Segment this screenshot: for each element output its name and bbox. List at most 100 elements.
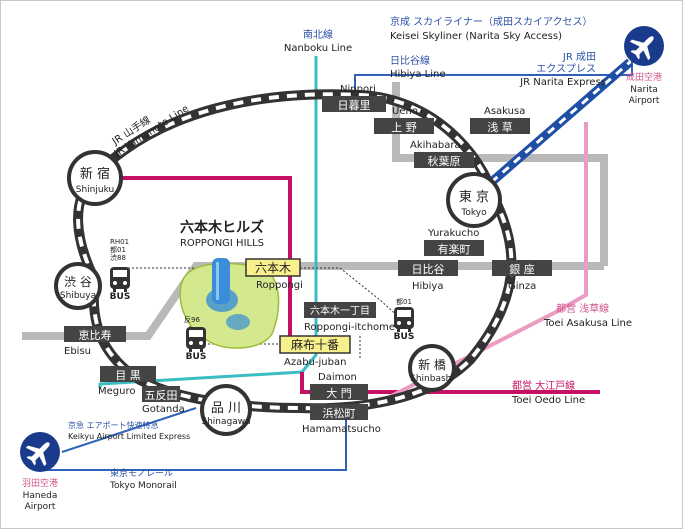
svg-text:新 宿: 新 宿 xyxy=(80,166,110,182)
label-yurakucho-en: Yurakucho xyxy=(427,228,479,239)
bus-itchome: 都01 BUS xyxy=(394,298,415,342)
station-box-gotanda: 五反田 xyxy=(142,386,180,402)
station-box-roppongi-itchome: 六本木一丁目 xyxy=(304,302,376,318)
svg-text:六本木一丁目: 六本木一丁目 xyxy=(310,304,370,317)
line-label-keisei: 京成 スカイライナー（成田スカイアクセス） Keisei Skyliner (N… xyxy=(390,15,592,42)
label-roppongi-itchome-en: Roppongi-itchome xyxy=(304,322,395,333)
label-asakusa-en: Asakusa xyxy=(484,106,525,117)
svg-text:南北線: 南北線 xyxy=(303,28,333,41)
line-label-narita-express: JR 成田 エクスプレス JR Narita Express xyxy=(519,51,606,88)
line-label-oedo: 都営 大江戸線 Toei Oedo Line xyxy=(511,379,585,406)
station-box-ebisu: 恵比寿 xyxy=(64,326,126,342)
station-box-asakusa: 浅 草 xyxy=(470,118,530,134)
svg-text:Narita: Narita xyxy=(630,85,658,95)
line-label-monorail: 東京モノレール Tokyo Monorail xyxy=(109,467,177,491)
svg-text:Shinjuku: Shinjuku xyxy=(76,185,114,195)
line-label-keikyu: 京急 エアポート快速特急 Keikyu Airport Limited Expr… xyxy=(68,420,190,441)
svg-text:Airport: Airport xyxy=(629,96,660,106)
station-en-labels: Nippori Ueno Asakusa Akihabara Yurakucho… xyxy=(64,84,536,435)
station-circle-shinbashi: 新 橋 Shinbashi xyxy=(408,344,456,392)
svg-text:目 黒: 目 黒 xyxy=(115,369,141,382)
label-daimon-en: Daimon xyxy=(318,372,357,383)
station-box-daimon: 大 門 xyxy=(310,384,368,400)
svg-text:BUS: BUS xyxy=(394,332,415,342)
svg-text:Tokyo Monorail: Tokyo Monorail xyxy=(109,481,177,491)
svg-text:東京モノレール: 東京モノレール xyxy=(110,467,173,479)
svg-text:都営 浅草線: 都営 浅草線 xyxy=(556,302,609,315)
svg-text:銀 座: 銀 座 xyxy=(509,262,535,276)
station-box-akihabara: 秋葉原 xyxy=(414,152,474,168)
line-label-asakusa: 都営 浅草線 Toei Asakusa Line xyxy=(543,302,632,329)
station-circle-shibuya: 渋 谷 Shibuya xyxy=(54,262,102,310)
bus-shibuya: RH01 都01 渋88 BUS xyxy=(110,238,131,302)
station-box-yurakucho: 有楽町 xyxy=(424,240,484,256)
line-label-nanboku: 南北線 Nanboku Line xyxy=(284,28,352,54)
svg-text:Hibiya Line: Hibiya Line xyxy=(390,69,446,80)
station-box-nippori: 日暮里 xyxy=(322,96,386,112)
label-meguro-en: Meguro xyxy=(98,386,135,397)
svg-text:六本木: 六本木 xyxy=(255,261,291,275)
svg-text:Nanboku Line: Nanboku Line xyxy=(284,43,352,54)
station-circle-shinjuku: 新 宿 Shinjuku xyxy=(67,150,123,206)
svg-text:エクスプレス: エクスプレス xyxy=(536,63,596,75)
label-ginza-en: Ginza xyxy=(508,281,536,292)
svg-text:BUS: BUS xyxy=(110,292,131,302)
svg-text:渋 谷: 渋 谷 xyxy=(64,275,92,289)
svg-text:Tokyo: Tokyo xyxy=(460,208,487,218)
svg-text:浜松町: 浜松町 xyxy=(323,406,356,420)
label-hamamatsucho-en: Hamamatsucho xyxy=(302,424,381,435)
label-hibiya-en: Hibiya xyxy=(412,281,443,292)
keisei-skyliner-route xyxy=(354,60,633,100)
svg-text:Shinbashi: Shinbashi xyxy=(410,374,454,384)
svg-text:都01: 都01 xyxy=(396,298,412,306)
svg-text:都01: 都01 xyxy=(110,246,126,254)
roppongi-hills-title-en: ROPPONGI HILLS xyxy=(180,238,264,249)
svg-text:麻布十番: 麻布十番 xyxy=(291,337,339,352)
narita-express-route xyxy=(477,58,633,196)
svg-text:新 橋: 新 橋 xyxy=(418,357,446,372)
label-akihabara-en: Akihabara xyxy=(410,140,461,151)
svg-text:Haneda: Haneda xyxy=(23,491,58,501)
svg-text:五反田: 五反田 xyxy=(145,389,178,402)
svg-text:JR 成田: JR 成田 xyxy=(562,51,596,63)
station-circle-shinagawa: 品 川 Shinagawa xyxy=(200,384,252,436)
svg-text:成田空港: 成田空港 xyxy=(626,71,662,83)
station-box-hamamatsucho: 浜松町 xyxy=(310,404,368,420)
svg-text:恵比寿: 恵比寿 xyxy=(79,328,112,342)
svg-text:反96: 反96 xyxy=(184,315,200,324)
roppongi-hills-title-ja: 六本木ヒルズ xyxy=(180,219,264,236)
label-ueno-en: Ueno xyxy=(392,106,418,117)
svg-text:有楽町: 有楽町 xyxy=(438,242,471,256)
label-azabu-juban-en: Azabu-juban xyxy=(284,357,346,368)
bus-icon xyxy=(394,307,414,332)
station-box-roppongi: 六本木 xyxy=(245,258,301,277)
svg-text:上 野: 上 野 xyxy=(391,121,417,134)
station-box-azabu-juban: 麻布十番 xyxy=(279,335,351,354)
asakusa-line-route xyxy=(359,122,588,414)
station-box-hibiya: 日比谷 xyxy=(398,260,458,276)
station-box-ueno: 上 野 xyxy=(374,118,434,134)
station-box-ginza: 銀 座 xyxy=(492,260,552,276)
svg-text:品 川: 品 川 xyxy=(211,401,241,416)
svg-text:Keisei Skyliner (Narita Sky Ac: Keisei Skyliner (Narita Sky Access) xyxy=(390,31,562,42)
svg-text:BUS: BUS xyxy=(186,352,207,362)
svg-text:渋88: 渋88 xyxy=(110,253,126,262)
svg-text:日比谷: 日比谷 xyxy=(412,263,445,276)
label-nippori-en: Nippori xyxy=(340,84,376,95)
svg-text:RH01: RH01 xyxy=(110,238,129,246)
svg-text:Shinagawa: Shinagawa xyxy=(201,417,250,427)
svg-text:Toei Asakusa Line: Toei Asakusa Line xyxy=(543,318,632,329)
airport-haneda: 羽田空港 Haneda Airport xyxy=(20,432,60,512)
svg-text:東 京: 東 京 xyxy=(459,189,489,205)
svg-text:都営 大江戸線: 都営 大江戸線 xyxy=(512,379,575,392)
keikyu-route xyxy=(61,407,197,453)
airport-narita: 成田空港 Narita Airport xyxy=(624,26,664,106)
label-gotanda-en: Gotanda xyxy=(142,404,185,415)
svg-text:Shibuya: Shibuya xyxy=(60,291,96,301)
label-ebisu-en: Ebisu xyxy=(64,346,91,357)
svg-text:JR Narita Express: JR Narita Express xyxy=(519,77,606,88)
svg-text:日暮里: 日暮里 xyxy=(338,98,371,112)
svg-text:大 門: 大 門 xyxy=(326,386,352,400)
svg-text:日比谷線: 日比谷線 xyxy=(390,54,430,67)
